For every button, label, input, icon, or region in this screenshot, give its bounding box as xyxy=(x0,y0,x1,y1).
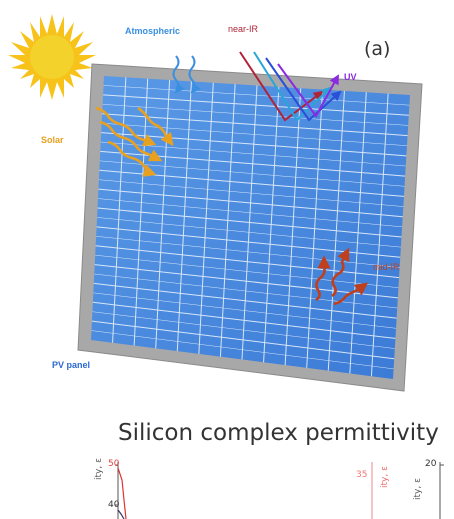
right-axis-label: ity, ε xyxy=(413,478,423,500)
left-axis-tick-40: 40 xyxy=(108,500,120,510)
solar-label: Solar xyxy=(41,135,64,145)
figure-subtitle: Silicon complex permittivity xyxy=(118,420,439,446)
sun-icon xyxy=(8,14,96,100)
panel-grid-line xyxy=(94,273,398,309)
left-axis-tick-50: 50 xyxy=(108,459,120,469)
solar-radiation-arrows xyxy=(95,106,174,177)
panel-grid-line xyxy=(98,188,403,218)
panel-grid-line xyxy=(98,179,404,207)
panel-grid-line xyxy=(93,292,397,329)
atmospheric-label: Atmospheric xyxy=(125,26,181,36)
reflected-rays xyxy=(239,51,342,122)
panel-grid-line xyxy=(97,217,401,248)
middle-axis-label: ity, ε xyxy=(380,466,390,488)
right-axis-tick-20: 20 xyxy=(425,459,437,469)
mid-ir-radiation-arrows xyxy=(315,247,369,306)
atmospheric-radiation-arrows xyxy=(172,55,201,94)
panel-grid-line xyxy=(103,85,410,106)
panel-grid-line xyxy=(97,198,403,228)
panel-grid-line xyxy=(102,104,409,126)
panel-grid-line xyxy=(91,330,394,370)
panel-grid-line xyxy=(92,311,395,349)
panel-grid-line xyxy=(97,207,402,238)
panel-grid-line xyxy=(93,282,397,319)
panel-grid-line xyxy=(92,301,396,339)
mid-ir-label: mid-IR xyxy=(373,262,400,272)
panel-grid-line xyxy=(102,113,408,137)
left-axis-label: ity, ε xyxy=(94,458,104,480)
panel-grid-line xyxy=(96,226,401,258)
panel-grid-line xyxy=(95,245,400,279)
panel-grid-line xyxy=(95,254,399,288)
panel-letter-label: (a) xyxy=(364,38,391,60)
uv-label: UV xyxy=(344,72,357,82)
pv-panel-label: PV panel xyxy=(52,360,91,370)
middle-axis-tick-35: 35 xyxy=(356,470,368,480)
panel-grid-line xyxy=(94,264,398,299)
panel-grid-line xyxy=(103,94,409,116)
panel-grid-line xyxy=(91,320,395,360)
near-ir-label: near-IR xyxy=(228,24,259,34)
panel-grid-line xyxy=(96,236,400,268)
panel-grid-line xyxy=(101,122,407,146)
